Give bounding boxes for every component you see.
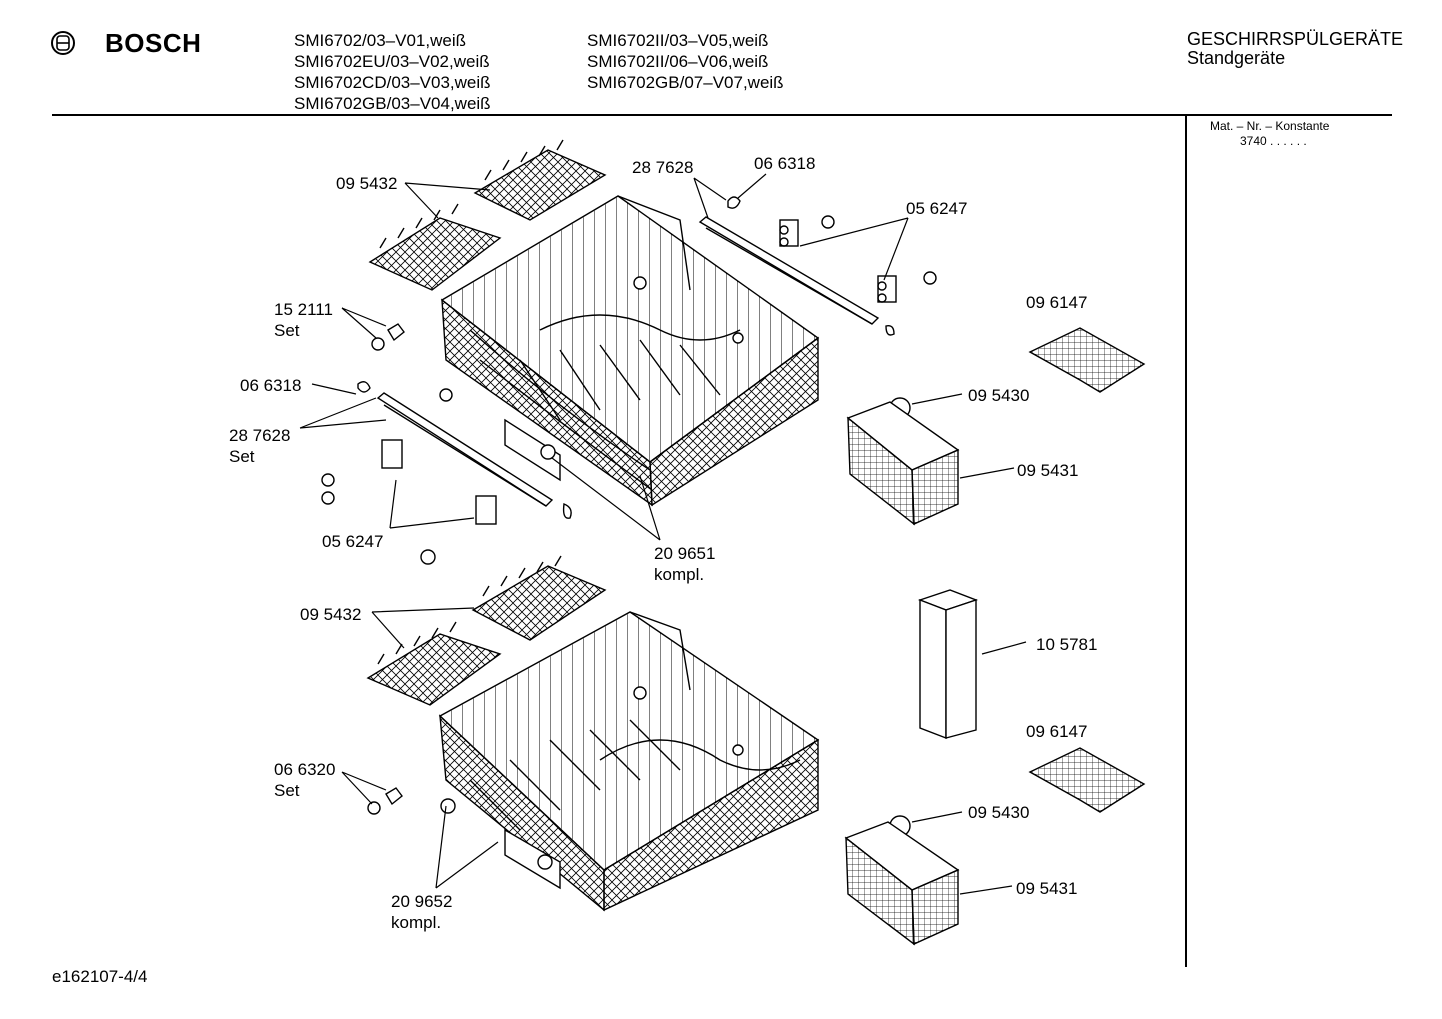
category-subtitle: Standgeräte: [1187, 48, 1286, 68]
part-label: 09 5431: [1016, 879, 1078, 898]
right-side-parts-drawing: [844, 327, 1146, 946]
part-label: 09 5430: [968, 803, 1030, 822]
part-label: 28 7628: [632, 158, 694, 177]
part-label: 10 5781: [1036, 635, 1098, 654]
upper-basket-drawing: [439, 195, 820, 507]
bosch-logo-icon: [51, 31, 75, 55]
header-divider: [52, 114, 1392, 116]
part-label-suffix: kompl.: [654, 565, 705, 584]
category-heading: GESCHIRRSPÜLGERÄTE Standgeräte: [1187, 30, 1403, 68]
part-label-suffix: Set: [274, 781, 300, 800]
part-label: 09 5432: [336, 174, 398, 193]
part-label: 09 5432: [300, 605, 362, 624]
part-label: 05 6247: [906, 199, 968, 218]
category-title: GESCHIRRSPÜLGERÄTE: [1187, 29, 1404, 49]
part-label-suffix: kompl.: [391, 913, 442, 932]
side-divider: [1185, 116, 1187, 967]
part-label: 09 6147: [1026, 293, 1088, 312]
mat-nr-panel: Mat. – Nr. – Konstante 3740 . . . . . .: [1210, 119, 1329, 149]
mat-nr-label: Mat. – Nr. – Konstante: [1210, 119, 1330, 133]
rail-top-drawing: [698, 196, 937, 336]
document-id: e162107-4/4: [52, 967, 148, 986]
part-label: 06 6318: [754, 154, 816, 173]
part-label: 09 5430: [968, 386, 1030, 405]
part-label: 15 2111: [274, 300, 333, 319]
lower-insert-drawing: [366, 555, 607, 815]
model-item: SMI6702GB/03–V04,weiß: [294, 94, 491, 113]
leader-lines: [299, 173, 1027, 895]
lower-basket-drawing: [438, 611, 820, 912]
part-label: 06 6318: [240, 376, 302, 395]
brand-name: BOSCH: [105, 28, 202, 58]
part-label: 05 6247: [322, 532, 384, 551]
part-label: 09 6147: [1026, 722, 1088, 741]
part-label-suffix: Set: [229, 447, 255, 466]
model-item: SMI6702EU/03–V02,weiß: [294, 52, 490, 71]
part-label: 09 5431: [1017, 461, 1079, 480]
model-item: SMI6702II/03–V05,weiß: [587, 31, 769, 50]
part-label: 20 9651: [654, 544, 716, 563]
part-label: 28 7628: [229, 426, 291, 445]
left-small-parts-drawing: [321, 323, 572, 565]
model-list-2: SMI6702II/03–V05,weiß SMI6702II/06–V06,w…: [587, 30, 784, 93]
model-item: SMI6702GB/07–V07,weiß: [587, 73, 784, 92]
part-label: 20 9652: [391, 892, 453, 911]
part-label-suffix: Set: [274, 321, 300, 340]
part-label: 06 6320: [274, 760, 336, 779]
model-item: SMI6702/03–V01,weiß: [294, 31, 466, 50]
mat-nr-value: 3740 . . . . . .: [1240, 134, 1307, 148]
upper-insert-drawing: [368, 139, 607, 291]
model-item: SMI6702II/06–V06,weiß: [587, 52, 769, 71]
model-item: SMI6702CD/03–V03,weiß: [294, 73, 491, 92]
model-list-1: SMI6702/03–V01,weiß SMI6702EU/03–V02,wei…: [294, 30, 491, 114]
